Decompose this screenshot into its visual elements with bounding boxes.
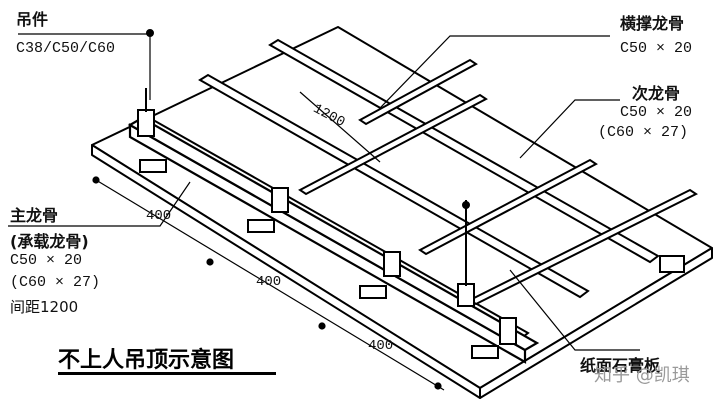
dimension-400-b: 400 xyxy=(256,274,282,290)
hanger-label: 吊件 xyxy=(16,10,49,29)
gypsum-board xyxy=(91,26,713,399)
main-alt: (C60 × 27) xyxy=(10,274,101,291)
cross-brace-label: 横撑龙骨 xyxy=(620,14,685,33)
diagram-title: 不上人吊顶示意图 xyxy=(58,348,235,373)
hanger-rods xyxy=(145,29,470,286)
main-spec: C50 × 20 xyxy=(10,252,83,269)
leader-lines xyxy=(8,33,640,351)
hanger-spec: C38/C50/C60 xyxy=(16,40,116,57)
secondary-alt: (C60 × 27) xyxy=(598,124,689,141)
dimension-lines xyxy=(92,176,445,391)
secondary-spec: C50 × 20 xyxy=(620,104,693,121)
cross-braces xyxy=(298,58,698,306)
board-label: 纸面石膏板 xyxy=(580,356,661,375)
support-blocks xyxy=(139,159,685,359)
dimension-400-a: 400 xyxy=(146,208,172,224)
main-label: 主龙骨 xyxy=(10,206,59,225)
watermark: 知乎 @凯琪 xyxy=(594,365,690,386)
secondary-label: 次龙骨 xyxy=(632,84,681,103)
main-spacing: 间距1200 xyxy=(10,298,79,316)
hanger-clips xyxy=(137,109,517,345)
main-sub: (承载龙骨) xyxy=(10,232,89,251)
title-underline xyxy=(58,372,276,375)
dimension-400-c: 400 xyxy=(368,338,394,354)
cross-brace-spec: C50 × 20 xyxy=(620,40,693,57)
